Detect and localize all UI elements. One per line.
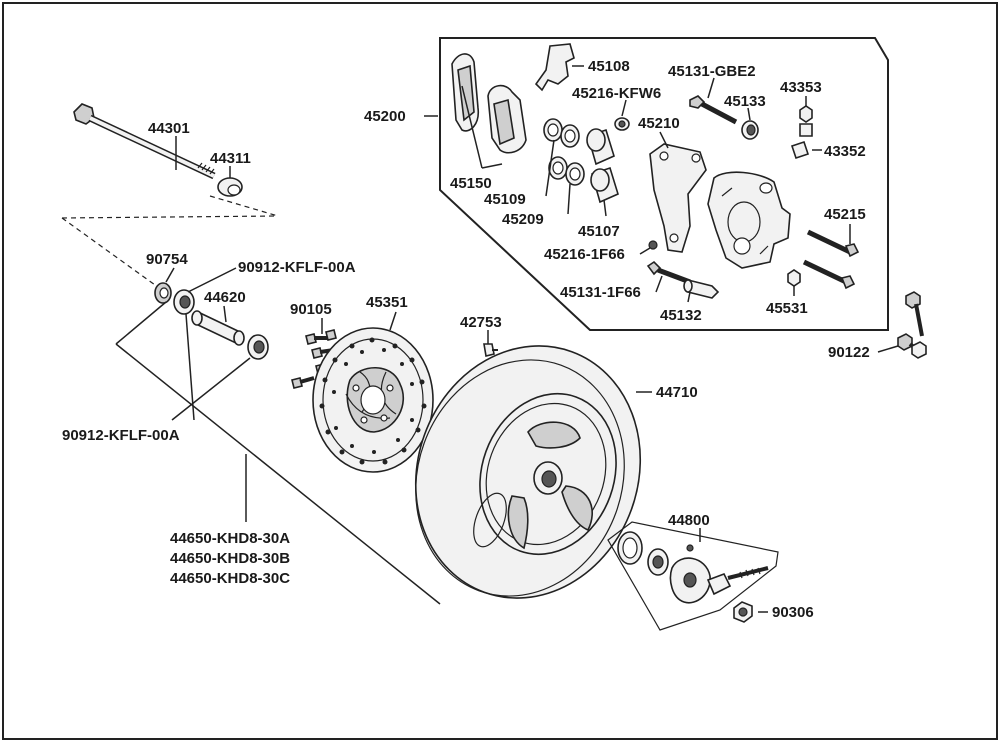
label-45133: 45133 xyxy=(724,93,766,110)
pad-spring-45108 xyxy=(534,43,575,92)
front-wheel-44710 xyxy=(414,345,642,599)
washer-45216-1f66 xyxy=(648,240,658,250)
clip-42753 xyxy=(483,343,498,357)
boot-45133 xyxy=(741,120,759,140)
label-90306: 90306 xyxy=(772,604,814,621)
label-44650-c: 44650-KHD8-30C xyxy=(170,570,290,587)
caliper-body xyxy=(707,171,791,269)
label-43353: 43353 xyxy=(780,79,822,96)
bearing-90912-bottom xyxy=(247,334,269,360)
axle-bolt-44301 xyxy=(73,103,216,180)
bleeder-45216-kfw6 xyxy=(614,117,630,131)
label-90912-top: 90912-KFLF-00A xyxy=(238,259,356,276)
piston-seals-45109 xyxy=(543,118,580,148)
label-45131-gbe2: 45131-GBE2 xyxy=(668,63,756,80)
leader-lines xyxy=(115,65,899,613)
label-45107: 45107 xyxy=(578,223,620,240)
label-45210: 45210 xyxy=(638,115,680,132)
label-44800: 44800 xyxy=(668,512,710,529)
label-42753: 42753 xyxy=(460,314,502,331)
bleeder-screw-43353 xyxy=(799,105,813,137)
label-44710: 44710 xyxy=(656,384,698,401)
label-90912-bottom: 90912-KFLF-00A xyxy=(62,427,180,444)
cap-43352 xyxy=(790,140,810,160)
nut-45531 xyxy=(787,269,801,287)
label-45531: 45531 xyxy=(766,300,808,317)
brake-disc-45351 xyxy=(312,327,434,473)
label-45109: 45109 xyxy=(484,191,526,208)
piston-45107 xyxy=(586,128,619,204)
label-45200: 45200 xyxy=(364,108,406,125)
label-45132: 45132 xyxy=(660,307,702,324)
label-44650-a: 44650-KHD8-30A xyxy=(170,530,290,547)
caliper-assembly-box xyxy=(439,37,889,331)
label-90122: 90122 xyxy=(828,344,870,361)
label-45215: 45215 xyxy=(824,206,866,223)
bearing-90912-top xyxy=(173,289,195,315)
label-45216-kfw6: 45216-KFW6 xyxy=(572,85,661,102)
label-45150: 45150 xyxy=(450,175,492,192)
speedometer-gearbox-44800 xyxy=(607,521,779,631)
pin-bolt-45131-gbe2 xyxy=(689,95,738,125)
pin-bolt-45131-1f66 xyxy=(646,260,691,285)
label-45209: 45209 xyxy=(502,211,544,228)
label-45216-1f66: 45216-1F66 xyxy=(544,246,625,263)
collar-44311 xyxy=(217,177,243,197)
label-45351: 45351 xyxy=(366,294,408,311)
label-43352: 43352 xyxy=(824,143,866,160)
label-45131-1f66: 45131-1F66 xyxy=(560,284,641,301)
brake-pad-45150-inner xyxy=(487,84,527,154)
bracket-45210 xyxy=(649,143,707,253)
brake-pad-45150-outer xyxy=(451,53,480,132)
label-90105: 90105 xyxy=(290,301,332,318)
distance-collar-44620 xyxy=(191,310,245,346)
pin-45132 xyxy=(683,278,720,299)
label-45108: 45108 xyxy=(588,58,630,75)
piston-seals-45209 xyxy=(548,156,585,186)
projection-line xyxy=(61,215,279,219)
caliper-bolts-45215 xyxy=(802,229,860,290)
label-90754: 90754 xyxy=(146,251,188,268)
oil-seal-90754 xyxy=(154,282,172,304)
label-44650-b: 44650-KHD8-30B xyxy=(170,550,290,567)
bolts-90122 xyxy=(897,291,927,359)
label-44620: 44620 xyxy=(204,289,246,306)
label-44311: 44311 xyxy=(210,150,251,167)
label-44301: 44301 xyxy=(148,120,190,137)
axle-nut-90306 xyxy=(733,601,753,623)
projection-line xyxy=(61,217,163,291)
projection-line xyxy=(209,195,279,217)
